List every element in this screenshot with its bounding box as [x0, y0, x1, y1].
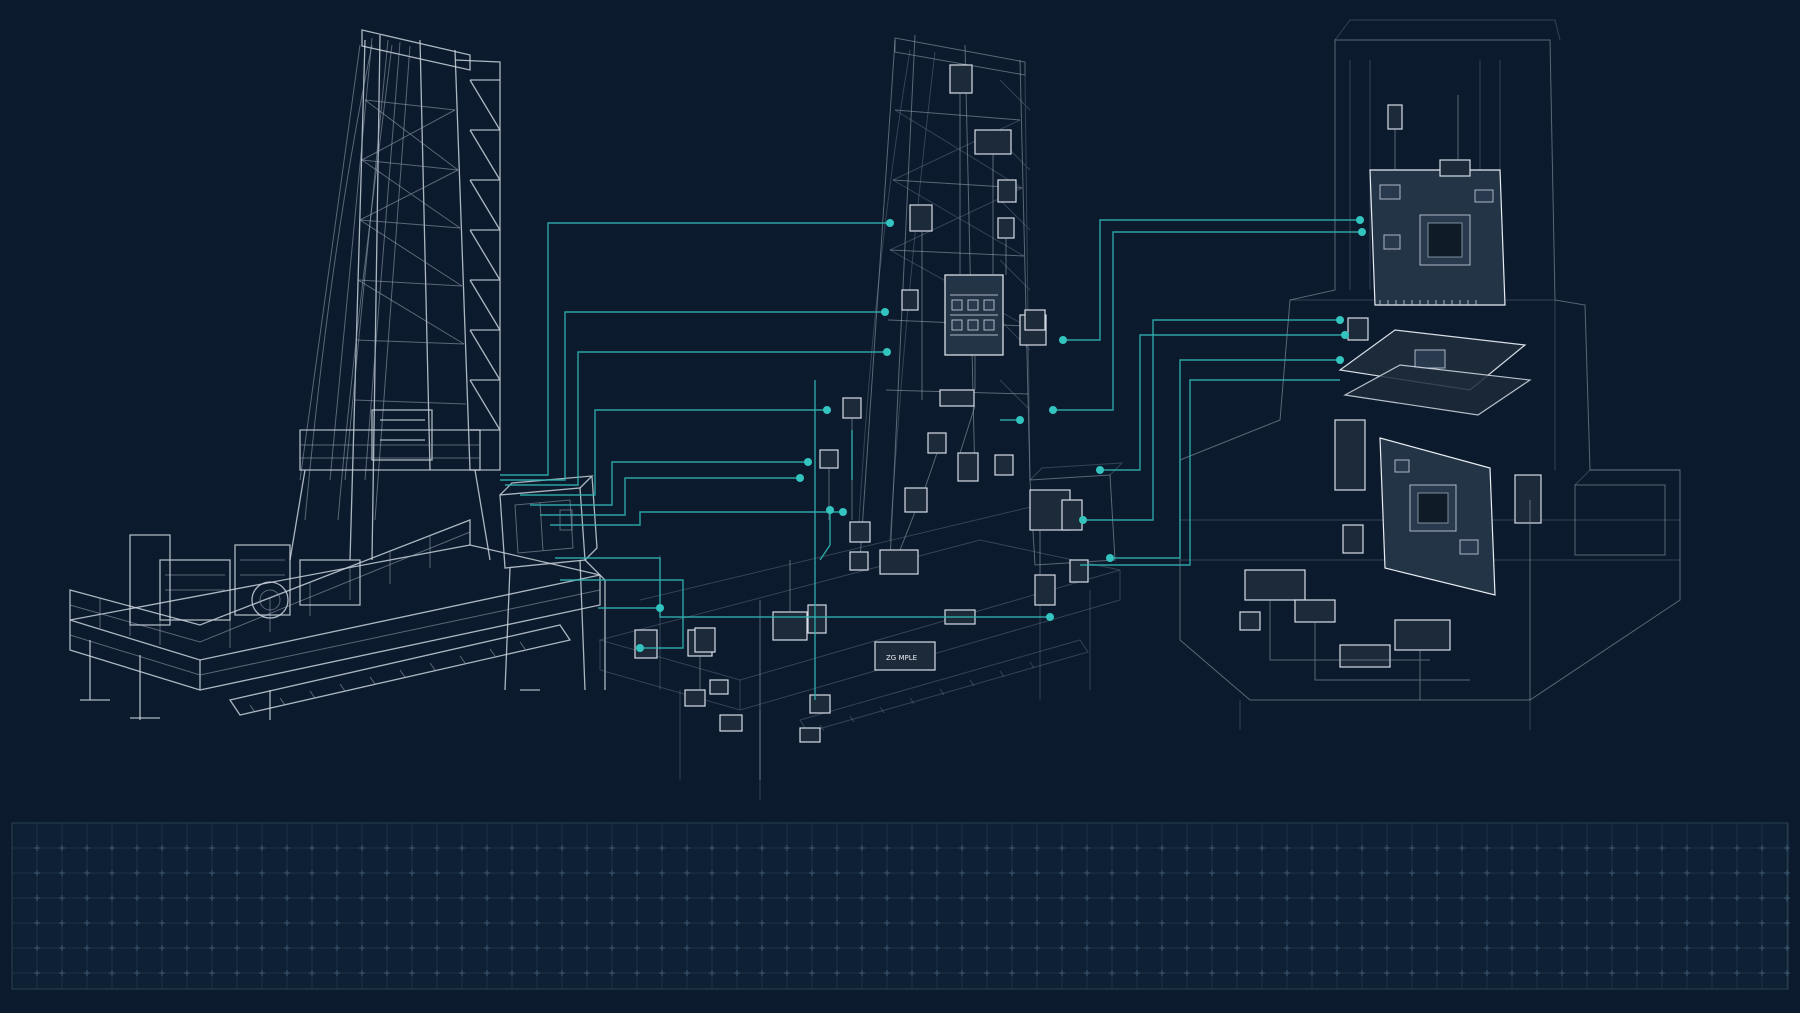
- connection-nodes: [636, 216, 1366, 652]
- sensor-module: [949, 64, 973, 94]
- sensor-module: [1347, 317, 1369, 341]
- sensor-module: [939, 389, 975, 407]
- sensor-module: [1387, 104, 1403, 130]
- sensor-module: [997, 179, 1017, 203]
- sensor-module: [694, 627, 716, 653]
- sensor-module: [994, 454, 1014, 476]
- connector-lines: [500, 219, 1362, 700]
- rig-substructure: [69, 519, 601, 720]
- grid-panel-frame: [11, 822, 1789, 990]
- lower-circuit-board: [1379, 437, 1496, 596]
- sensor-module: [974, 129, 1012, 155]
- rig-cabin: [499, 475, 606, 691]
- sensor-module: [909, 204, 933, 232]
- rig-with-instrumentation: ZG MPLE: [598, 34, 1124, 800]
- sensor-module: [799, 727, 821, 743]
- sensor-module: [957, 452, 979, 482]
- sensor-module: [1294, 599, 1336, 623]
- sensor-module: [1061, 499, 1083, 531]
- rig2-components: ZG MPLE: [634, 64, 1089, 743]
- sensor-module: [684, 689, 706, 707]
- labeled-component: [874, 641, 936, 671]
- terminal-block: [1339, 644, 1391, 668]
- sensor-module: [807, 604, 827, 634]
- sensor-module: [927, 432, 947, 454]
- sensor-module: [1239, 611, 1261, 631]
- connector-board: [1244, 569, 1306, 601]
- sensor-module: [1342, 524, 1364, 554]
- sensor-board: [1394, 619, 1451, 651]
- sensor-module: [849, 521, 871, 543]
- terminal-block: [1334, 419, 1366, 491]
- sensor-module: [997, 217, 1015, 239]
- rig-electronics-exploded: [1179, 19, 1681, 730]
- sensor-module: [904, 487, 928, 513]
- sensor-module: [809, 694, 831, 714]
- mid-circuit-board: [1338, 329, 1532, 416]
- sensor-module: [1069, 559, 1089, 583]
- empty-grid-panel: [11, 822, 1790, 990]
- main-circuit-board: [1369, 169, 1506, 306]
- sensor-module: [842, 397, 862, 419]
- sensor-module: [849, 551, 869, 571]
- sensor-module: [879, 549, 919, 575]
- drilling-rig-structure: [69, 29, 606, 720]
- sensor-module: [709, 679, 729, 695]
- sensor-module: [1034, 574, 1056, 606]
- sensor-module: [1024, 309, 1046, 331]
- sensor-module: [819, 449, 839, 469]
- sensor-module: [719, 714, 743, 732]
- sensor-module: [772, 611, 808, 641]
- grid-lines: [12, 823, 1790, 989]
- sensor-module: [634, 629, 658, 659]
- relay-module: [1514, 474, 1542, 524]
- component-label: ZG MPLE: [886, 654, 917, 662]
- rig2-mast: [857, 34, 1031, 561]
- rig2-substructure: [598, 462, 1124, 800]
- sensor-module: [901, 289, 919, 311]
- sensor-module: [1439, 159, 1471, 177]
- rig-mast: [289, 29, 501, 561]
